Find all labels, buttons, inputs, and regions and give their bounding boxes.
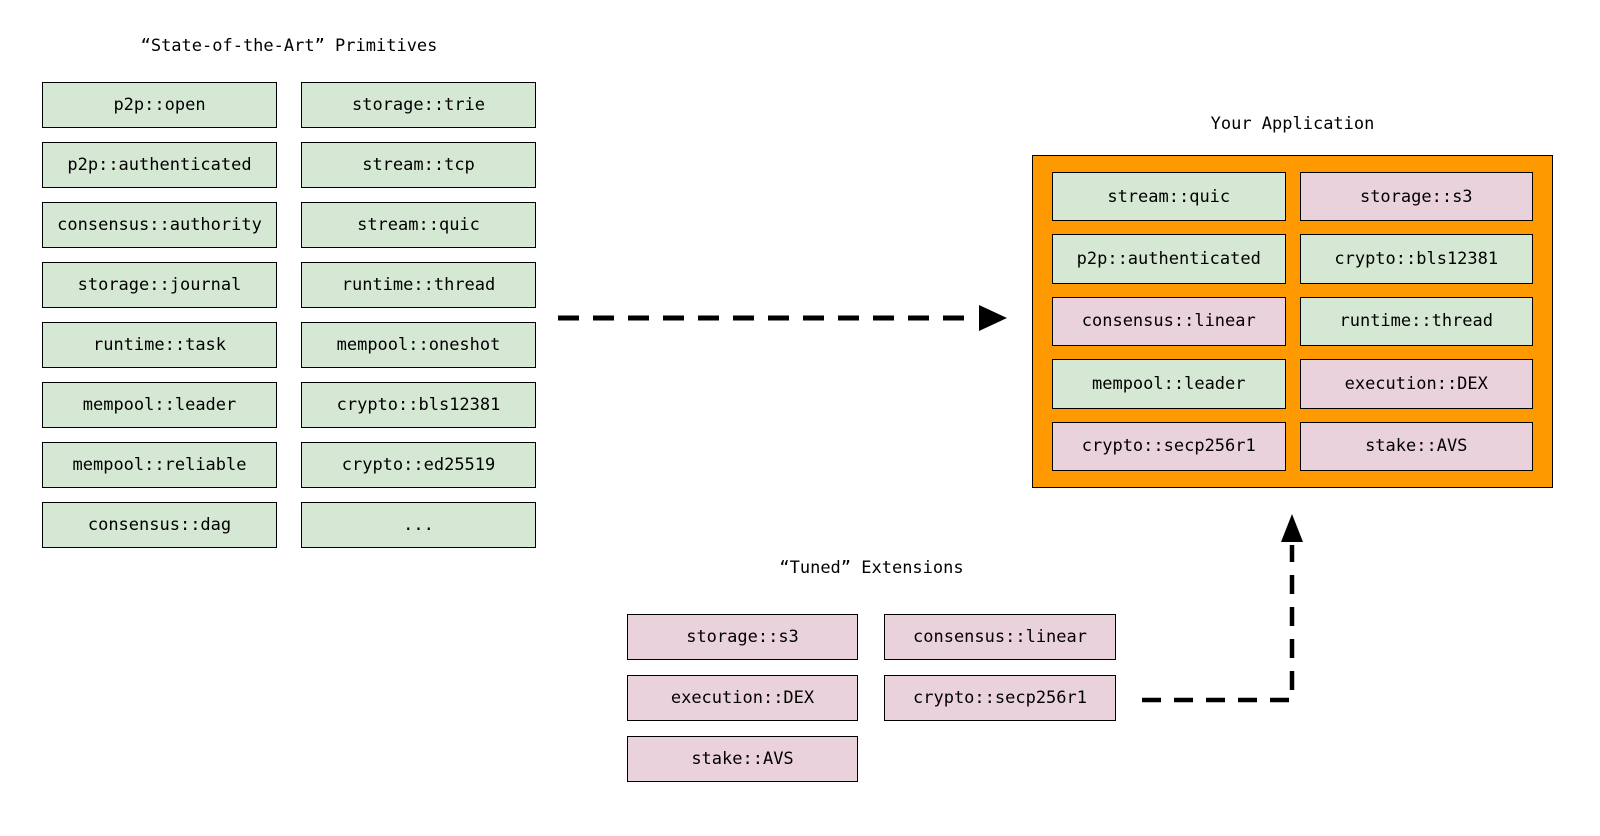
ext-crypto-secp256r1: crypto::secp256r1 [884,675,1116,721]
primitives-column-1: p2p::open p2p::authenticated consensus::… [42,82,277,548]
app-consensus-linear: consensus::linear [1052,296,1286,347]
primitive-ellipsis: ... [301,502,536,548]
primitives-title: “State-of-the-Art” Primitives [140,36,438,56]
primitive-mempool-reliable: mempool::reliable [42,442,277,488]
application-container: stream::quic p2p::authenticated consensu… [1032,155,1553,488]
primitive-crypto-ed25519: crypto::ed25519 [301,442,536,488]
extensions-column-2: consensus::linear crypto::secp256r1 [884,614,1116,721]
ext-execution-dex: execution::DEX [627,675,858,721]
extensions-column-1: storage::s3 execution::DEX stake::AVS [627,614,858,782]
ext-storage-s3: storage::s3 [627,614,858,660]
primitive-mempool-oneshot: mempool::oneshot [301,322,536,368]
app-execution-dex: execution::DEX [1299,359,1533,409]
primitive-stream-tcp: stream::tcp [301,142,536,188]
primitives-to-application-arrow [558,305,1007,331]
primitive-p2p-open: p2p::open [42,82,277,128]
extensions-to-application-arrow [1142,514,1303,703]
app-stream-quic: stream::quic [1052,172,1286,222]
primitive-p2p-authenticated: p2p::authenticated [42,142,277,188]
ext-stake-avs: stake::AVS [627,736,858,782]
primitive-runtime-thread: runtime::thread [301,262,536,308]
app-runtime-thread: runtime::thread [1299,296,1533,347]
primitive-mempool-leader: mempool::leader [42,382,277,428]
application-title: Your Application [1210,114,1375,134]
primitive-consensus-dag: consensus::dag [42,502,277,548]
primitive-crypto-bls12381: crypto::bls12381 [301,382,536,428]
primitive-storage-journal: storage::journal [42,262,277,308]
primitive-runtime-task: runtime::task [42,322,277,368]
primitive-consensus-authority: consensus::authority [42,202,277,248]
app-p2p-authenticated: p2p::authenticated [1052,234,1286,284]
ext-consensus-linear: consensus::linear [884,614,1116,660]
app-mempool-leader: mempool::leader [1052,359,1286,409]
app-storage-s3: storage::s3 [1299,172,1533,222]
app-stake-avs: stake::AVS [1299,421,1533,471]
app-crypto-bls12381: crypto::bls12381 [1299,234,1533,284]
extensions-title: “Tuned” Extensions [779,558,964,578]
primitives-column-2: storage::trie stream::tcp stream::quic r… [301,82,536,548]
primitive-stream-quic: stream::quic [301,202,536,248]
app-crypto-secp256r1: crypto::secp256r1 [1052,421,1286,471]
primitive-storage-trie: storage::trie [301,82,536,128]
